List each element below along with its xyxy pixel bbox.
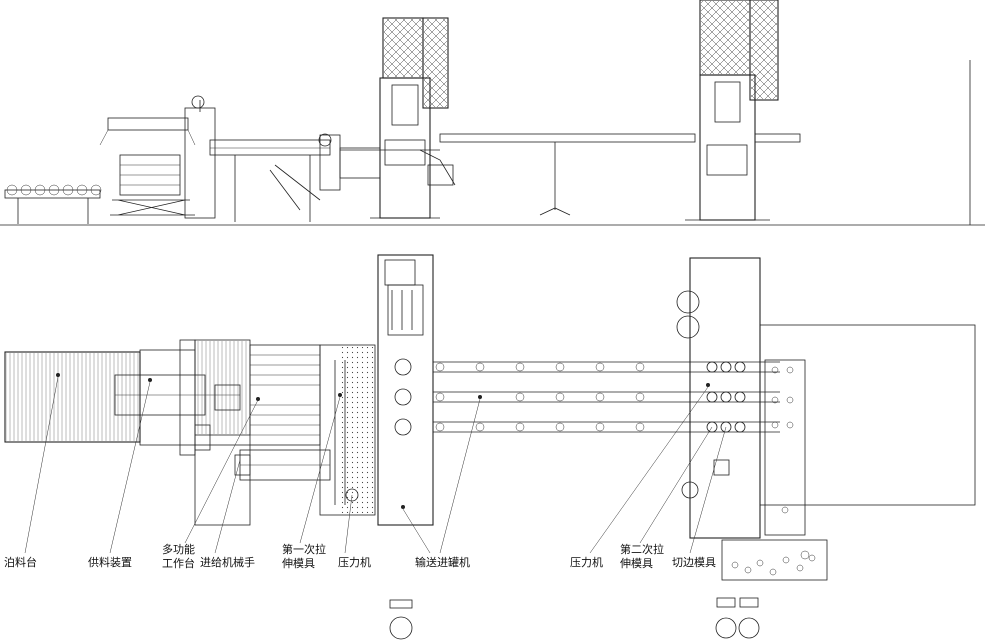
press-2-elevation (685, 0, 801, 221)
cup-symbols (389, 597, 760, 640)
label-feeding-robot: 进给机械手 (200, 555, 255, 569)
press-1-elevation (370, 17, 456, 219)
labels: 泊料台 供料装置 多功能 工作台 进给机械手 第一次拉 伸模具 压力机 输送进罐… (4, 542, 716, 570)
conveyor-plan (433, 361, 780, 433)
label-second-stretch-line2: 伸模具 (620, 557, 653, 570)
label-trim-die: 切边模具 (672, 556, 716, 569)
label-feeding-device: 供料装置 (88, 555, 132, 569)
label-first-stretch-line1: 第一次拉 (282, 542, 326, 556)
side-elevation (0, 0, 985, 226)
label-press-2: 压力机 (570, 555, 603, 569)
label-conveyor: 输送进罐机 (415, 555, 470, 569)
label-multi-table-line1: 多功能 (162, 542, 195, 556)
label-multi-table-line2: 工作台 (162, 556, 195, 570)
label-press-1: 压力机 (338, 555, 371, 569)
plan-view (4, 254, 976, 640)
first-stretch-die-plan (319, 344, 376, 516)
coil-lift (99, 95, 216, 219)
label-second-stretch-line1: 第二次拉 (620, 542, 664, 556)
roller-conveyor (4, 184, 102, 224)
trim-die-plan (721, 324, 976, 581)
conveyor-elevation (439, 133, 696, 216)
press-2-plan (676, 257, 761, 539)
feed-table (209, 133, 440, 222)
leader-lines (24, 376, 727, 554)
label-unwind-table: 泊料台 (4, 555, 37, 569)
press-1-plan (377, 254, 434, 526)
label-first-stretch-line2: 伸模具 (282, 557, 315, 570)
feeding-robot-plan (234, 344, 331, 481)
unwind-table-plan (4, 351, 152, 443)
